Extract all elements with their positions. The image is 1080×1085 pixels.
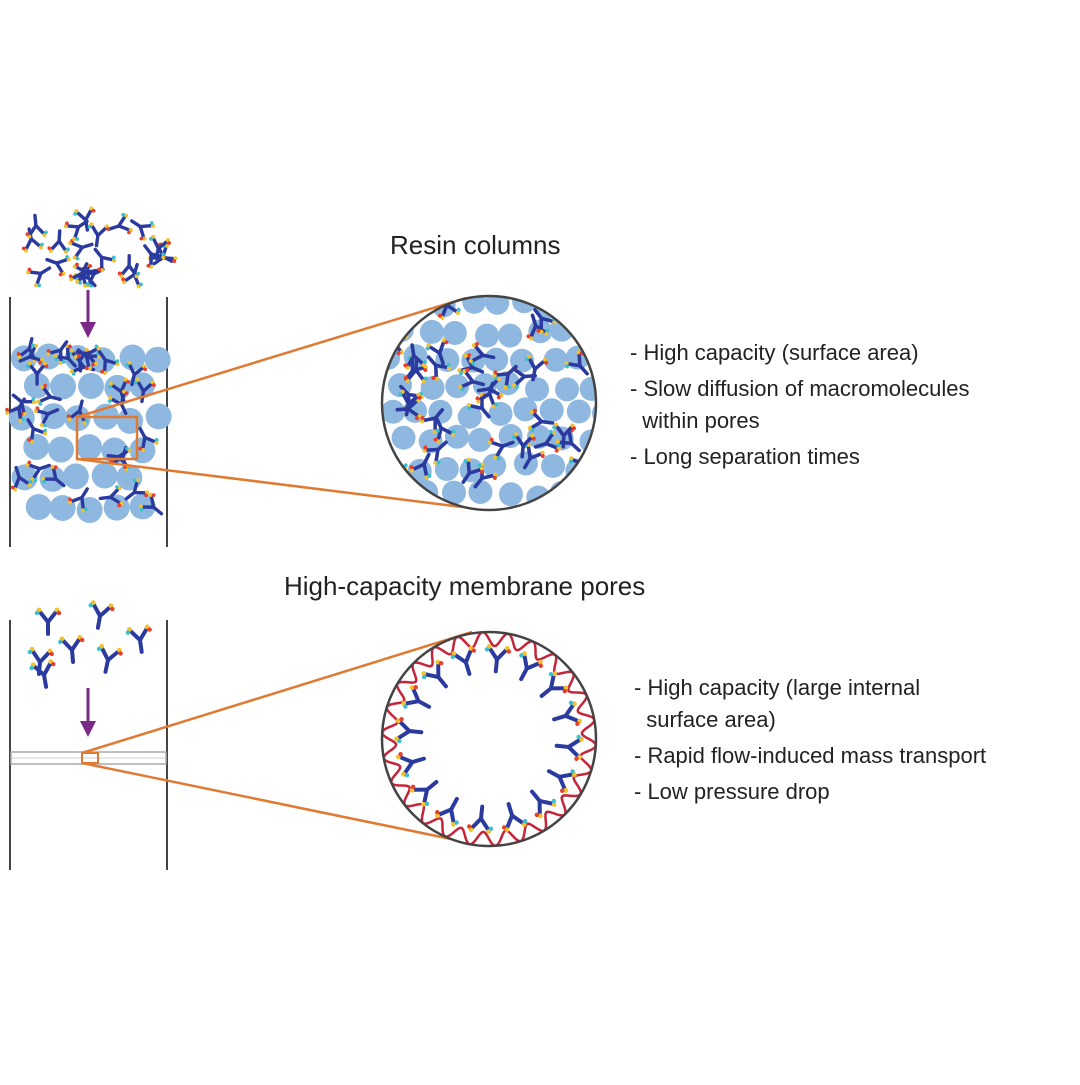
resin-bead-icon <box>566 399 591 424</box>
resin-bullet: - Long separation times <box>630 444 860 469</box>
resin-bead-icon <box>485 296 510 315</box>
resin-bead-icon <box>76 497 103 524</box>
resin-bead-icon <box>498 323 523 348</box>
resin-bead-icon <box>594 347 596 372</box>
resin-bead-icon <box>444 424 469 449</box>
resin-bead-icon <box>604 481 628 505</box>
resin-bead-icon <box>420 375 445 400</box>
resin-bead-icon <box>475 323 500 348</box>
resin-bead-icon <box>543 347 568 372</box>
antibody-icon <box>90 641 126 677</box>
resin-bead-icon <box>129 372 156 399</box>
resin-bead-icon <box>498 424 523 449</box>
resin-bead-icon <box>382 296 401 314</box>
resin-bead-icon <box>445 374 470 399</box>
antibody-icon <box>82 597 118 633</box>
resin-bead-icon <box>442 321 467 346</box>
antibody-icon <box>45 228 73 256</box>
resin-bead-icon <box>76 434 103 461</box>
membrane-zoom-box <box>81 752 99 764</box>
resin-zoom-circle <box>380 294 632 512</box>
resin-zoom-box <box>75 415 139 461</box>
membrane-bullet: - Low pressure drop <box>634 779 830 804</box>
resin-bead-icon <box>391 425 416 450</box>
resin-bead-icon <box>539 398 564 423</box>
membrane-bullet-list: - High capacity (large internal surface … <box>634 672 986 812</box>
antibody-cloud-bottom <box>23 597 157 692</box>
antibody-icon <box>22 212 50 241</box>
antibody-icon <box>122 621 157 656</box>
resin-bead-icon <box>40 403 67 430</box>
membrane-panel-title: High-capacity membrane pores <box>284 571 646 601</box>
antibody-icon <box>32 605 64 636</box>
resin-bead-icon <box>144 346 171 373</box>
resin-bead-icon <box>392 483 417 508</box>
resin-bullet: - High capacity (surface area) <box>630 340 919 365</box>
antibody-icon <box>41 247 74 280</box>
antibody-icon <box>84 240 120 276</box>
antibody-icon <box>118 259 150 292</box>
resin-bead-icon <box>23 433 50 460</box>
resin-bullet-list: - High capacity (surface area) - Slow di… <box>630 337 970 477</box>
resin-bed <box>1 333 172 525</box>
resin-bead-icon <box>89 347 116 374</box>
resin-bead-icon <box>555 377 580 402</box>
resin-bead-icon <box>569 296 594 314</box>
antibody-cloud-top <box>16 204 181 295</box>
resin-bead-icon <box>25 493 52 520</box>
resin-bead-icon <box>462 296 487 314</box>
antibody-icon <box>22 256 58 292</box>
resin-bead-icon <box>484 347 509 372</box>
resin-bead-icon <box>419 319 444 344</box>
resin-bead-icon <box>78 372 105 399</box>
antibody-icon <box>26 656 62 692</box>
resin-bead-icon <box>119 344 146 371</box>
resin-bead-icon <box>576 479 596 504</box>
antibody-icon <box>65 231 97 264</box>
resin-panel-title: Resin columns <box>390 230 561 260</box>
resin-bead-icon <box>103 494 130 521</box>
resin-bead-icon <box>608 324 632 348</box>
resin-bead-icon <box>49 373 76 400</box>
resin-bullet: - Slow diffusion of macromolecules withi… <box>630 376 970 433</box>
membrane-bullet: - High capacity (large internal surface … <box>634 675 921 732</box>
resin-bead-icon <box>62 463 89 490</box>
resin-bead-icon <box>91 462 118 489</box>
resin-bead-icon <box>525 377 550 402</box>
membrane-zoom-lines <box>81 630 486 848</box>
antibody-icon <box>83 220 113 249</box>
resin-bead-icon <box>468 480 493 505</box>
flow-arrow-icon <box>80 688 96 737</box>
resin-bead-icon <box>607 371 631 395</box>
resin-bead-icon <box>579 376 596 401</box>
antibody-icon <box>55 632 89 666</box>
resin-bead-icon <box>513 397 538 422</box>
membrane-zoom-circle <box>380 630 598 848</box>
antibody-icon <box>103 209 136 242</box>
resin-bead-icon <box>382 399 406 424</box>
resin-bead-icon <box>549 480 574 505</box>
resin-bead-icon <box>468 427 493 452</box>
antibody-icon <box>382 482 409 510</box>
resin-bead-icon <box>498 482 523 507</box>
resin-bead-icon <box>145 403 172 430</box>
resin-bead-icon <box>47 436 74 463</box>
resin-zoom-lines <box>76 296 487 512</box>
resin-bead-icon <box>541 453 566 478</box>
resin-bead-icon <box>441 480 466 505</box>
membrane-bullet: - Rapid flow-induced mass transport <box>634 743 987 768</box>
resin-bead-icon <box>594 296 596 316</box>
resin-bead-icon <box>457 404 482 429</box>
resin-bead-icon <box>434 457 459 482</box>
antibody-icon <box>574 296 596 323</box>
resin-bead-icon <box>577 321 596 346</box>
resin-bead-icon <box>594 452 596 477</box>
flow-arrow-icon <box>80 290 96 338</box>
